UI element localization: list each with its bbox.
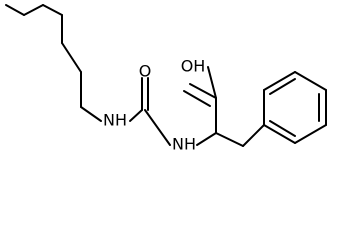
bond-alpha-c-to-ch2	[215, 132, 244, 147]
bond-carboxyl-double-2	[183, 90, 211, 107]
molecule-structure: OH O NH NH	[5, 4, 327, 154]
bond-pentyl-to-nh	[80, 106, 102, 122]
ring-bond-2	[263, 71, 296, 91]
bond-ch2-to-ring	[242, 124, 265, 147]
bond-nh-to-carbonyl-c	[129, 109, 143, 122]
bond-carboxyl-c-to-oh	[207, 66, 217, 99]
carbonyl-oxygen-label: O	[139, 62, 152, 81]
bond-pentyl-3	[42, 4, 63, 16]
hydroxyl-label: OH	[181, 57, 206, 76]
ring-bond-3	[294, 71, 327, 91]
bond-pentyl-2	[23, 4, 44, 16]
right-amine-label: NH	[172, 135, 196, 154]
bond-carboxyl-double-1	[189, 83, 217, 99]
ring-double-3	[269, 120, 296, 137]
bond-carbonyl-c-to-nh	[144, 109, 171, 146]
ring-double-1	[269, 78, 296, 95]
structure-svg: OH O NH NH	[5, 4, 327, 154]
bond-nh-to-alpha-c	[196, 132, 217, 146]
left-amine-label: NH	[103, 111, 127, 130]
bond-pentyl-1	[5, 4, 25, 16]
ring-bond-6	[263, 124, 296, 144]
ring-bond-5	[294, 124, 327, 144]
bond-pentyl-5	[61, 42, 82, 73]
